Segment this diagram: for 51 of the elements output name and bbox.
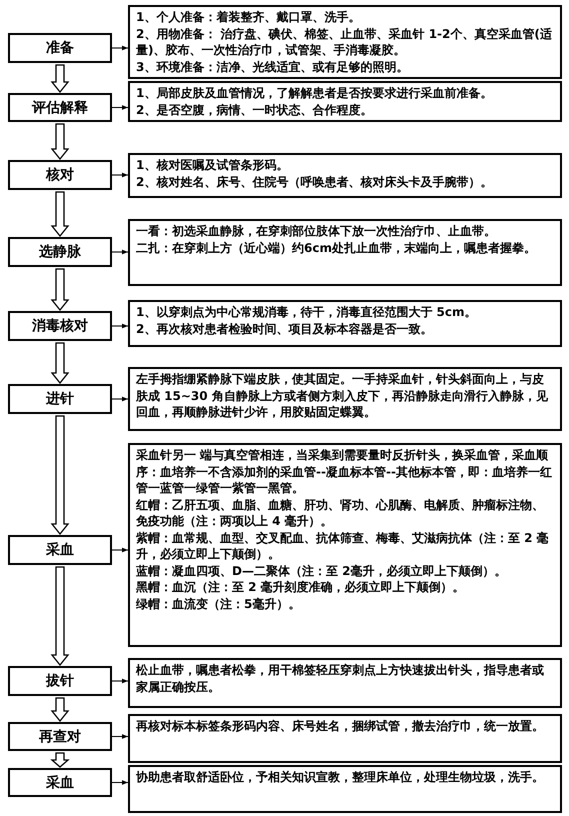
step-label: 采血	[46, 541, 74, 559]
description-box	[128, 367, 562, 431]
step-box	[8, 93, 112, 122]
step-box	[8, 237, 112, 267]
step-label: 准备	[46, 39, 74, 57]
arrow	[112, 734, 128, 739]
description-box	[128, 714, 562, 763]
block-arrow	[50, 752, 70, 768]
step-box	[8, 722, 112, 751]
description-text: 2、用物准备： 治疗盘、碘伏、棉签、止血带、采血针 1-2个、真空采血管(适量)、胶布、一次性治疗巾，试管架、手消毒凝胶。	[136, 26, 554, 58]
arrow	[112, 172, 128, 178]
arrow	[112, 780, 128, 785]
description-box	[128, 443, 562, 647]
arrow	[112, 548, 128, 552]
step-box	[8, 311, 112, 341]
description-box	[128, 219, 562, 286]
step-label: 进针	[46, 390, 74, 408]
step-label: 消毒核对	[32, 317, 88, 335]
block-arrow	[50, 268, 70, 312]
arrow	[112, 396, 128, 402]
step-box	[8, 768, 112, 797]
description-box	[128, 153, 562, 198]
step-label: 核对	[46, 166, 74, 184]
step-label: 选静脉	[39, 243, 81, 261]
step-label: 采血	[46, 774, 74, 792]
step-box	[8, 33, 112, 63]
description-box	[128, 81, 562, 122]
step-label: 评估解释	[32, 98, 88, 116]
block-arrow	[50, 191, 70, 238]
description-text: 采血针另一 端与真空管相连，当采集到需要量时反折针头，换采血管，采血顺序：血培养一不含添加剂的采血管--凝血标本管--其他标本管，即：血培养一红管一蓝管一绿管一紫管一黑管。	[136, 447, 554, 496]
step-box	[8, 535, 112, 565]
step-box	[8, 160, 112, 190]
description-box	[128, 5, 562, 79]
step-label: 再查对	[39, 728, 81, 746]
block-arrow	[50, 123, 70, 160]
arrow	[112, 250, 128, 254]
arrow	[112, 324, 128, 328]
block-arrow	[50, 64, 70, 94]
arrow	[112, 105, 128, 110]
description-box	[128, 300, 562, 347]
block-arrow	[50, 566, 70, 666]
step-box	[8, 384, 112, 414]
arrow	[112, 678, 128, 684]
block-arrow	[50, 697, 70, 722]
step-label: 拔针	[46, 672, 74, 690]
step-box	[8, 666, 112, 696]
description-box	[128, 658, 562, 708]
block-arrow	[50, 415, 70, 536]
arrow	[112, 46, 128, 50]
block-arrow	[50, 342, 70, 384]
description-box	[128, 765, 562, 813]
